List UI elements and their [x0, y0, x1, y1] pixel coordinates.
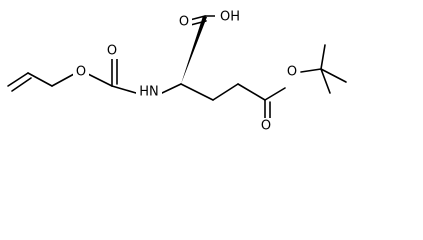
bond-vinyl-double-2	[11, 77, 32, 92]
atom-label-acid-hydroxyl: OH	[220, 10, 240, 25]
bond-ester-c-o-single	[264, 87, 286, 101]
bond-vinyl-ch	[27, 72, 53, 87]
stereo-wedge	[181, 16, 207, 84]
bond-n-alpha-c	[161, 83, 182, 94]
bond-vinyl-double-1	[7, 72, 29, 87]
bond-ch2-ester-c	[237, 83, 266, 101]
atom-label-ether-oxygen-allyl: O	[76, 65, 86, 80]
atom-label-carbonyl-oxygen-ester: O	[261, 119, 271, 134]
allyl-group	[7, 72, 75, 92]
atom-label-acid-oxygen: O	[179, 15, 189, 30]
atom-label-amine: HN	[139, 85, 159, 100]
atom-labels: O OH O O HN O O	[73, 9, 300, 134]
carbamate-group	[87, 55, 137, 94]
bond-alpha-c-ch2	[180, 83, 214, 101]
molecule-structure-diagram: O OH O O HN O O	[7, 9, 347, 134]
tert-butyl-ester-group	[264, 44, 347, 122]
alpha-carbon-region	[161, 16, 214, 101]
bond-tbu-methyl-1	[320, 44, 326, 70]
bond-tbu-methyl-3	[320, 68, 331, 94]
atom-label-ester-oxygen: O	[287, 65, 297, 80]
bond-tbu-methyl-2	[320, 68, 347, 83]
bond-o-tbu-c	[300, 68, 322, 73]
bond-ch2-o	[51, 73, 75, 87]
side-chain	[212, 83, 266, 101]
atom-label-carbamate-oxygen: O	[107, 44, 117, 59]
bond-o-carbamate-c	[87, 73, 113, 87]
bond-carbamate-c-n	[111, 85, 137, 94]
bond-ch2-ch2	[212, 83, 239, 101]
